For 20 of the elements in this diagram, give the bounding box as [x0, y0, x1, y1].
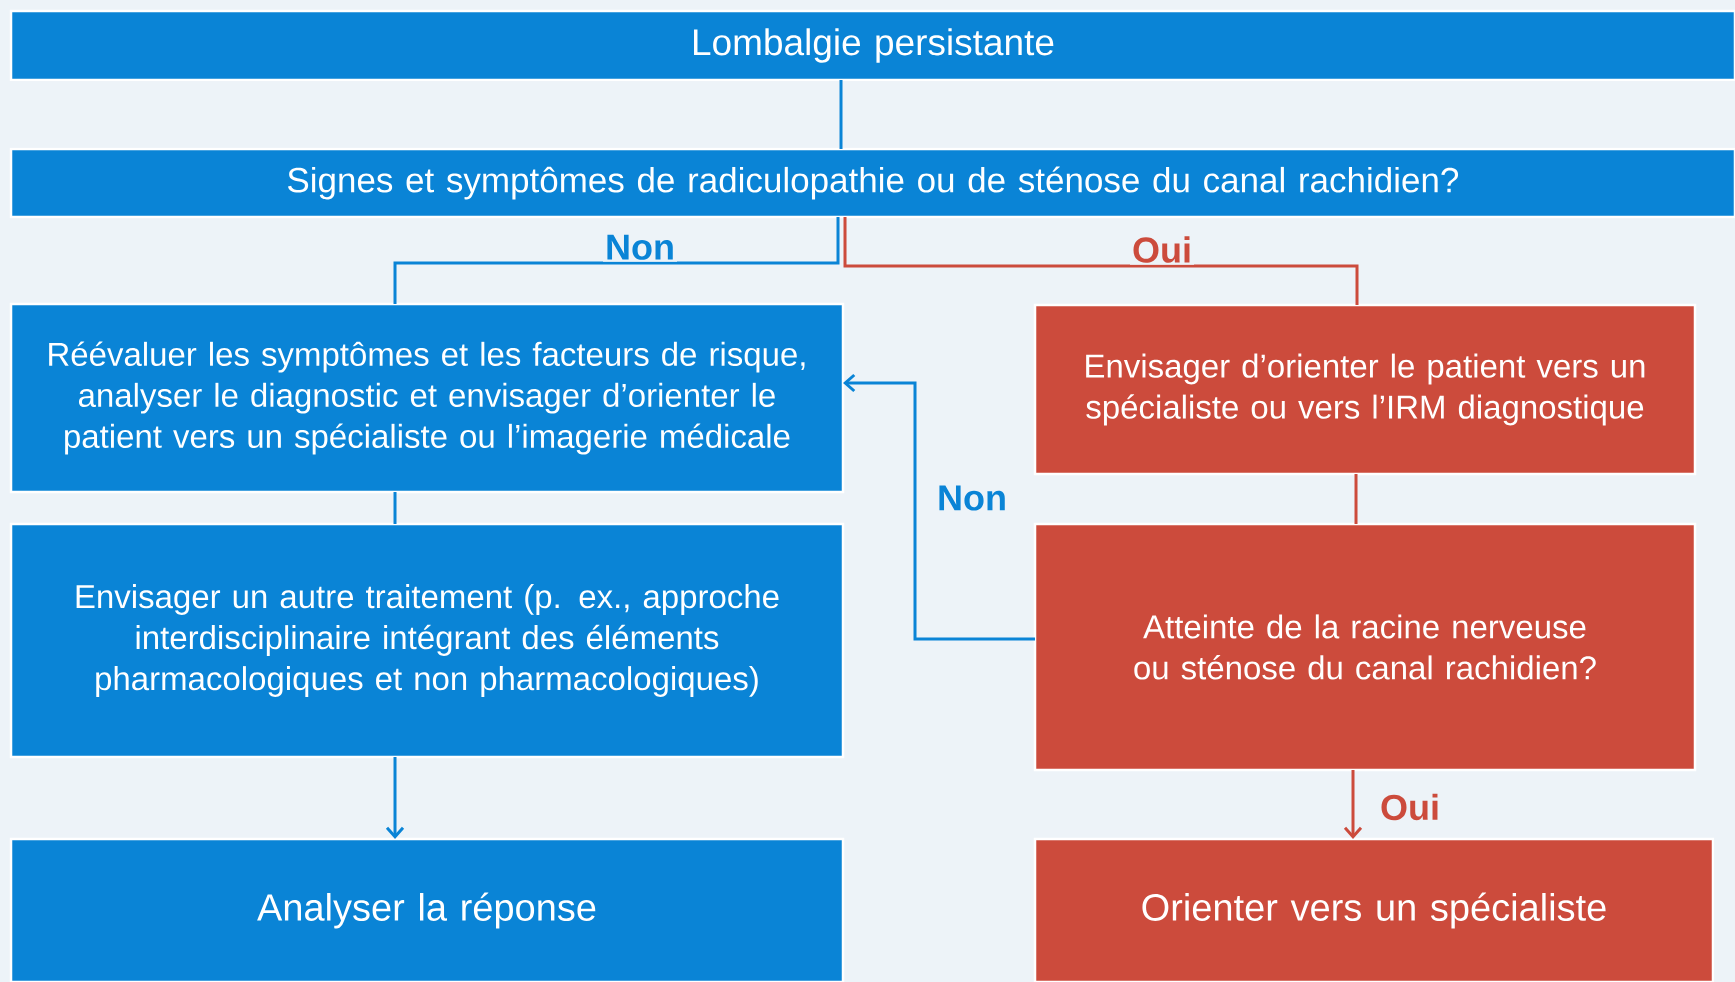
- connector: [385, 757, 405, 839]
- edge-label: Non: [603, 232, 677, 262]
- process-box: Envisager d’orienter le patient vers un spécialiste ou vers l’IRM diagnostique: [1033, 303, 1697, 476]
- process-box: Analyser la réponse: [9, 837, 845, 982]
- process-box: Atteinte de la racine nerveuse ou sténose du canal rachidien?: [1033, 522, 1697, 772]
- connector: [843, 373, 1035, 641]
- connector: [393, 217, 840, 304]
- edge-label: Oui: [1378, 791, 1442, 823]
- connector: [1343, 770, 1363, 839]
- edge-label: Non: [935, 483, 1009, 513]
- edge-label: Oui: [1130, 234, 1194, 265]
- process-box: Orienter vers un spécialiste: [1033, 837, 1715, 982]
- connector: [1354, 474, 1358, 524]
- process-box: Envisager un autre traitement (p. ex., approche interdisciplinaire intégrant des éléments pharmacologiques et non pharmacologiques): [9, 522, 845, 759]
- connector: [839, 80, 843, 149]
- process-box: Réévaluer les symptômes et les facteurs de risque, analyser le diagnostic et envisager d’orienter le patient vers un spécialiste ou l’imagerie médicale: [9, 302, 845, 494]
- process-box: Lombalgie persistante: [9, 9, 1735, 82]
- connector: [843, 217, 1359, 305]
- connector: [393, 492, 397, 524]
- process-box: Signes et symptômes de radiculopathie ou de sténose du canal rachidien?: [9, 147, 1735, 219]
